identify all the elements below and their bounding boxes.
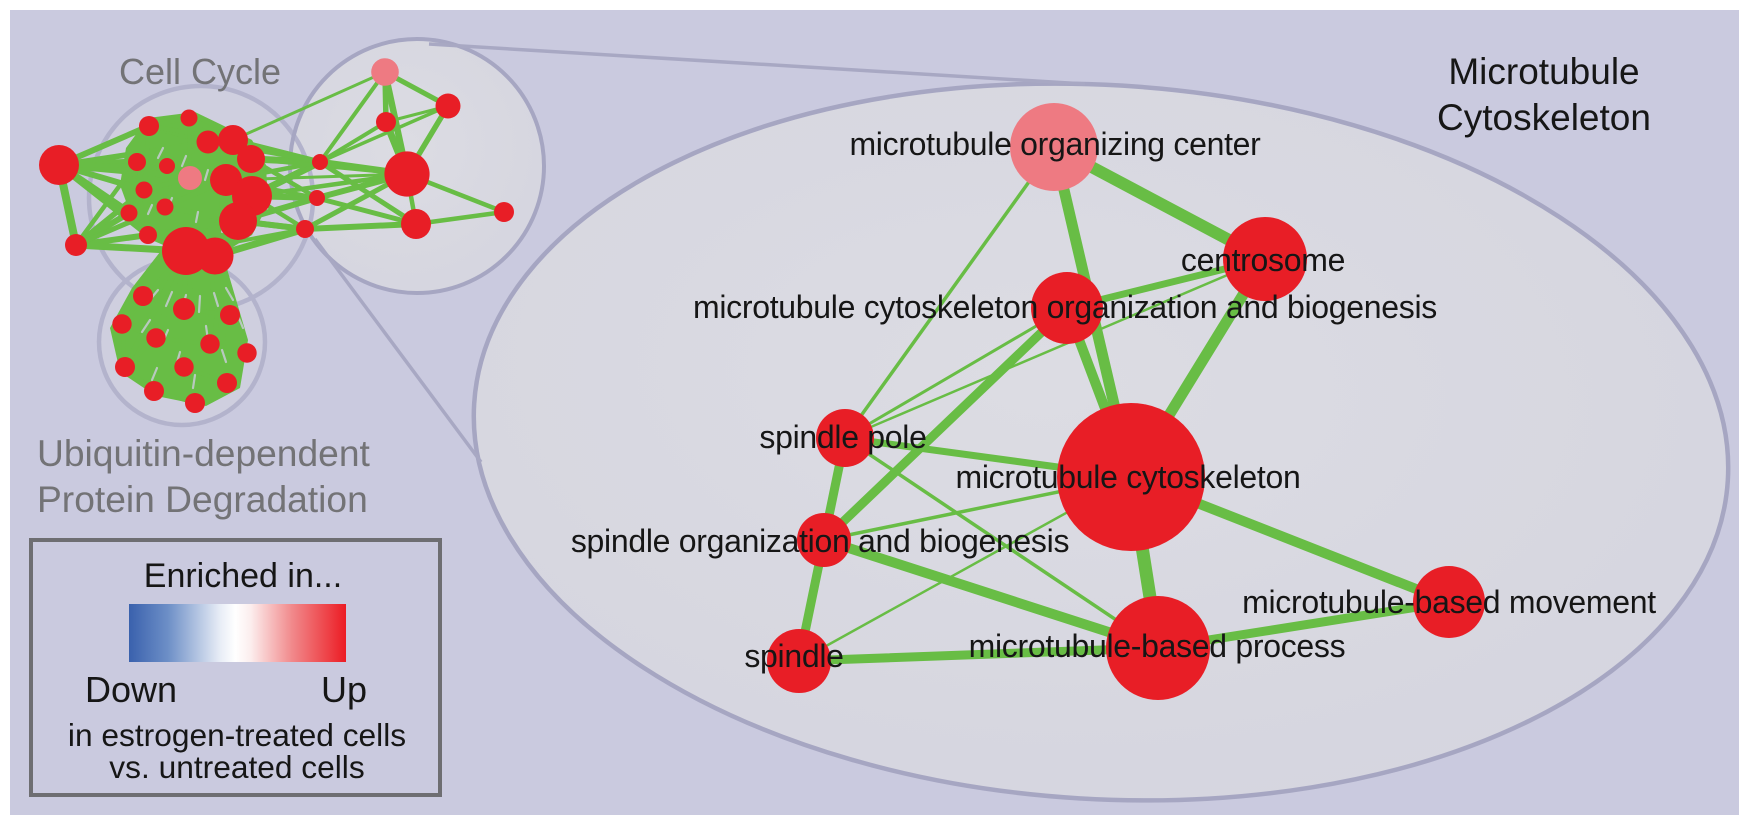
svg-text:Protein Degradation: Protein Degradation xyxy=(37,478,368,520)
svg-text:Cell Cycle: Cell Cycle xyxy=(119,51,281,92)
svg-text:microtubule-based process: microtubule-based process xyxy=(969,628,1346,664)
svg-text:Enriched in...: Enriched in... xyxy=(144,557,342,595)
svg-text:spindle pole: spindle pole xyxy=(759,419,926,455)
svg-text:Ubiquitin-dependent: Ubiquitin-dependent xyxy=(37,432,371,474)
svg-text:Cytoskeleton: Cytoskeleton xyxy=(1437,97,1651,138)
svg-text:Down: Down xyxy=(85,669,177,710)
svg-text:in estrogen-treated cells: in estrogen-treated cells xyxy=(68,717,406,753)
svg-text:vs. untreated cells: vs. untreated cells xyxy=(109,749,364,785)
svg-text:Microtubule: Microtubule xyxy=(1448,51,1639,92)
svg-text:microtubule-based movement: microtubule-based movement xyxy=(1242,584,1656,620)
svg-text:microtubule cytoskeleton organ: microtubule cytoskeleton organization an… xyxy=(693,289,1437,325)
svg-text:Up: Up xyxy=(321,669,367,710)
svg-text:spindle: spindle xyxy=(744,638,843,674)
svg-text:microtubule cytoskeleton: microtubule cytoskeleton xyxy=(956,459,1301,495)
svg-text:spindle organization and bioge: spindle organization and biogenesis xyxy=(571,523,1069,559)
svg-text:centrosome: centrosome xyxy=(1181,242,1345,278)
svg-text:microtubule organizing center: microtubule organizing center xyxy=(849,126,1261,162)
